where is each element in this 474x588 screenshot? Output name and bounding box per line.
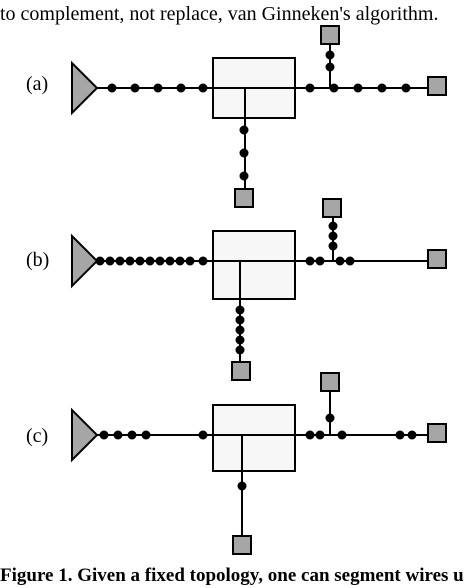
buffer-dot-b-6 xyxy=(155,256,165,266)
buffer-dot-c-11 xyxy=(237,481,247,491)
source-triangle-c xyxy=(71,407,99,463)
buffer-dot-b-16 xyxy=(328,231,338,241)
buffer-dot-a-3 xyxy=(176,83,186,93)
buffer-dot-b-10 xyxy=(198,256,208,266)
sink-c-right xyxy=(427,423,447,443)
buffer-dot-a-12 xyxy=(239,125,249,135)
buffer-dot-b-0 xyxy=(95,256,105,266)
panel-c xyxy=(71,372,447,555)
buffer-dot-c-4 xyxy=(198,430,208,440)
buffer-dot-b-17 xyxy=(328,241,338,251)
buffer-dot-a-8 xyxy=(377,83,387,93)
buffer-dot-a-11 xyxy=(325,62,335,72)
buffer-dot-b-3 xyxy=(125,256,135,266)
buffer-dot-c-1 xyxy=(113,430,123,440)
buffer-dot-a-2 xyxy=(153,83,163,93)
sink-c-top xyxy=(320,372,340,392)
buffer-dot-b-18 xyxy=(235,305,245,315)
buffer-dot-b-2 xyxy=(115,256,125,266)
buffer-dot-c-0 xyxy=(99,430,109,440)
buffer-dot-c-9 xyxy=(407,430,417,440)
sink-b-bottom xyxy=(231,361,251,381)
buffer-dot-b-5 xyxy=(145,256,155,266)
buffer-dot-a-14 xyxy=(239,171,249,181)
buffer-dot-b-7 xyxy=(165,256,175,266)
buffer-dot-b-19 xyxy=(235,315,245,325)
buffer-dot-b-11 xyxy=(305,256,315,266)
buffer-dot-a-13 xyxy=(239,148,249,158)
buffer-dot-b-20 xyxy=(235,325,245,335)
buffer-dot-b-15 xyxy=(328,221,338,231)
buffer-dot-b-1 xyxy=(105,256,115,266)
panel-a xyxy=(71,25,447,208)
panel-label-c: (c) xyxy=(26,425,49,447)
buffer-dot-a-7 xyxy=(353,83,363,93)
buffer-dot-b-13 xyxy=(335,256,345,266)
buffer-dot-a-4 xyxy=(198,83,208,93)
buffer-dot-b-12 xyxy=(315,256,325,266)
panel-b xyxy=(71,198,447,381)
sink-b-right xyxy=(427,249,447,269)
buffer-dot-c-2 xyxy=(127,430,137,440)
buffer-dot-b-9 xyxy=(185,256,195,266)
buffer-dot-b-14 xyxy=(345,256,355,266)
sink-a-top xyxy=(320,25,340,45)
steiner-box-c xyxy=(212,404,296,472)
buffer-dot-b-8 xyxy=(175,256,185,266)
buffer-dot-b-4 xyxy=(135,256,145,266)
buffer-dot-b-21 xyxy=(235,335,245,345)
buffer-dot-c-8 xyxy=(395,430,405,440)
source-triangle-a xyxy=(71,60,99,116)
caption-line: Figure 1. Given a fixed topology, one ca… xyxy=(0,565,464,586)
sink-b-top xyxy=(322,198,342,218)
buffer-dot-a-6 xyxy=(329,83,339,93)
buffer-dot-c-6 xyxy=(315,430,325,440)
top-text-line: to complement, not replace, van Ginneken… xyxy=(0,3,439,25)
source-triangle-b xyxy=(71,233,99,289)
buffer-dot-a-10 xyxy=(325,50,335,60)
buffer-dot-a-9 xyxy=(401,83,411,93)
steiner-box-b xyxy=(212,230,296,300)
buffer-dot-c-5 xyxy=(305,430,315,440)
buffer-dot-c-7 xyxy=(337,430,347,440)
sink-c-bottom xyxy=(232,535,252,555)
buffer-dot-a-0 xyxy=(107,83,117,93)
buffer-dot-c-10 xyxy=(325,413,335,423)
buffer-dot-b-22 xyxy=(235,345,245,355)
panel-label-a: (a) xyxy=(26,73,49,95)
panel-label-b: (b) xyxy=(26,249,50,271)
buffer-dot-c-3 xyxy=(141,430,151,440)
sink-a-right xyxy=(427,76,447,96)
buffer-dot-a-1 xyxy=(130,83,140,93)
buffer-dot-a-5 xyxy=(305,83,315,93)
sink-a-bottom xyxy=(234,188,254,208)
